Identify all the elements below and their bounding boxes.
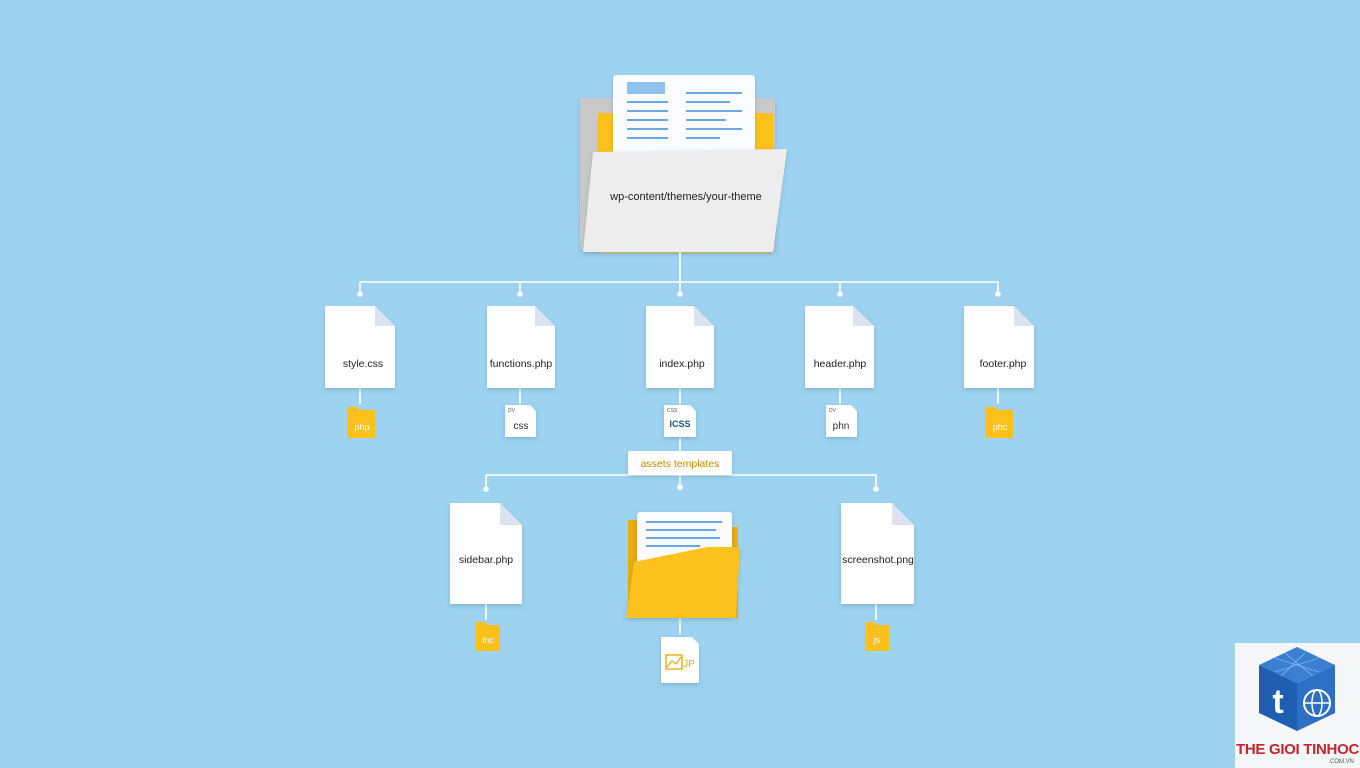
brand-domain: .COM.VN [1328, 759, 1354, 765]
doc-icon [505, 405, 536, 437]
root-folder[interactable]: wp-content/themes/your-theme [580, 75, 787, 253]
badge-css-doc: DV css [505, 405, 536, 437]
svg-text:DV: DV [508, 408, 516, 414]
folder-icon [347, 407, 375, 438]
badge-phn-doc: DV phn [826, 405, 857, 437]
file-name: footer.php [980, 358, 1027, 370]
file-icon [964, 306, 1034, 388]
image-icon [665, 654, 683, 670]
file-style-css[interactable]: style.css [325, 306, 395, 388]
file-icon [487, 306, 555, 388]
badge-inc-folder: inc [476, 622, 500, 651]
doc-icon [826, 405, 857, 437]
connector-dots [357, 291, 1001, 492]
brand-name: THE GIOI TINHOC [1235, 741, 1359, 758]
badge-text: phn [833, 421, 850, 432]
file-screenshot-png[interactable]: screenshot.png [841, 503, 914, 604]
folder-front [626, 547, 740, 618]
doc-header-block [627, 82, 665, 94]
branch-label-text: assets templates [641, 458, 720, 470]
branch-label: assets templates [628, 451, 732, 475]
folder-icon [985, 407, 1013, 438]
svg-text:t: t [1272, 683, 1283, 721]
file-icon [646, 306, 714, 388]
file-icon [450, 503, 522, 604]
badge-image-doc: JP [661, 637, 699, 683]
file-name: header.php [814, 358, 867, 370]
doc-icon [664, 405, 696, 437]
badge-text: css [514, 421, 529, 432]
root-folder-front [583, 149, 787, 252]
file-name: style.css [343, 358, 383, 370]
file-name: functions.php [490, 358, 553, 370]
badge-php-folder: php [347, 407, 375, 438]
doc-text-lines [627, 92, 742, 139]
badge-text: js [873, 635, 881, 645]
folder-icon [865, 622, 889, 651]
root-document-sheet [613, 75, 755, 155]
cube-t-globe-icon: t [1259, 647, 1335, 731]
badge-text: inc [482, 635, 494, 645]
badge-phc-folder: phc [985, 407, 1013, 438]
folder-icon [476, 622, 500, 651]
file-footer-php[interactable]: footer.php [964, 306, 1034, 388]
file-header-php[interactable]: header.php [805, 306, 874, 388]
file-icon [325, 306, 395, 388]
badge-js-folder: js [865, 622, 889, 651]
badge-text: ICSS [669, 419, 690, 429]
file-icon [841, 503, 914, 604]
svg-text:DV: DV [829, 408, 837, 414]
assets-folder[interactable] [626, 512, 740, 618]
file-functions-php[interactable]: functions.php [487, 306, 555, 388]
badge-text: phc [993, 422, 1008, 432]
watermark-logo: t THE GIOI TINHOC .COM.VN [1235, 643, 1360, 768]
root-path-label: wp-content/themes/your-theme [609, 191, 762, 203]
file-name: screenshot.png [842, 554, 914, 566]
svg-text:CSS: CSS [667, 408, 678, 414]
badge-icss-doc: CSS ICSS [664, 405, 696, 437]
badge-text: JP [683, 659, 695, 670]
doc-icon [661, 637, 699, 683]
file-name: index.php [659, 358, 705, 370]
file-index-php[interactable]: index.php [646, 306, 714, 388]
file-name: sidebar.php [459, 554, 513, 566]
file-sidebar-php[interactable]: sidebar.php [450, 503, 522, 604]
file-icon [805, 306, 874, 388]
badge-text: php [354, 422, 369, 432]
